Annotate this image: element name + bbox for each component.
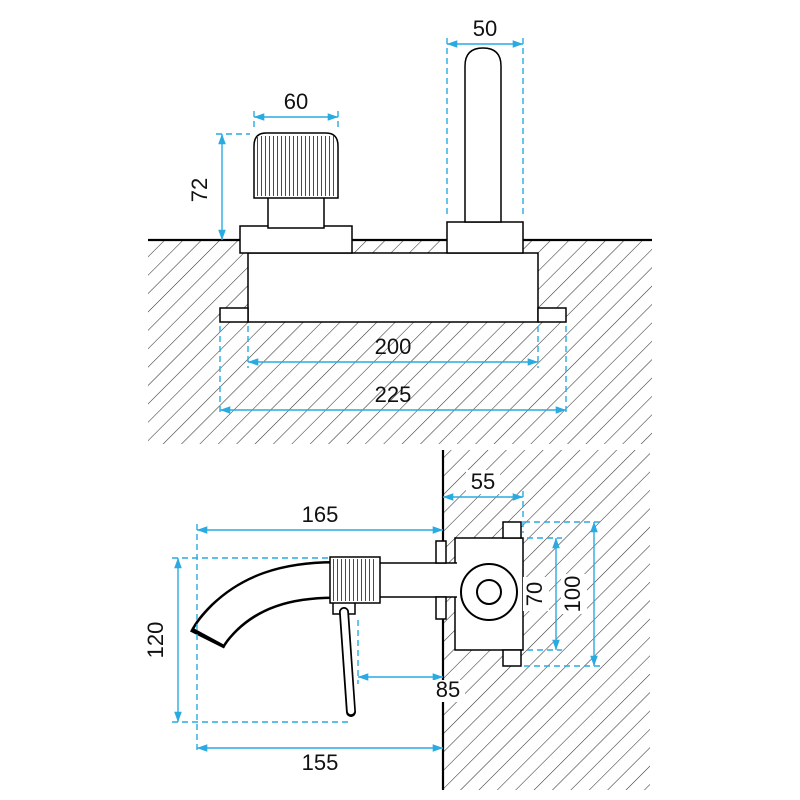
- dim-wall-depth: 55: [442, 469, 524, 533]
- mount-tab-right: [537, 307, 567, 323]
- dim-label-overall-width: 225: [375, 382, 412, 407]
- wall-flange-bottom: [435, 596, 447, 620]
- dim-body-width: 200: [247, 326, 539, 368]
- handle-escutcheon: [239, 225, 353, 254]
- spout-knurl-texture-side: [333, 559, 377, 601]
- lever-rod-fill: [340, 608, 355, 715]
- front-view: 50 60 72 200 225: [148, 16, 652, 444]
- wall-flange-top: [435, 540, 447, 564]
- dim-bottom-reach: 155: [196, 744, 444, 775]
- dim-spout-width: 50: [446, 16, 524, 218]
- handle-knurl-texture-front: [257, 136, 335, 196]
- mount-tab-left: [219, 307, 249, 323]
- dim-label-handle-width: 60: [284, 89, 308, 114]
- cartridge-inner-circle: [476, 579, 502, 605]
- projection-outline: [172, 524, 352, 754]
- dim-lever-offset: 85: [357, 620, 465, 702]
- dim-label-bottom-reach: 155: [302, 750, 339, 775]
- dim-label-body-width: 200: [375, 334, 412, 359]
- mount-tab-bottom: [502, 649, 522, 667]
- cartridge-outer-circle: [460, 563, 518, 621]
- dim-label-handle-height: 72: [187, 178, 212, 202]
- side-view: 55 165 120 85 70 100: [143, 450, 650, 790]
- dim-spout-reach: 165: [196, 502, 444, 534]
- handle-stem: [267, 195, 325, 229]
- spout-curve-fill: [194, 563, 335, 645]
- dim-handle-height: 72: [187, 133, 250, 241]
- dim-label-fixture-height: 120: [143, 622, 168, 659]
- spout-front: [464, 47, 502, 223]
- dim-label-body-height: 70: [522, 582, 547, 606]
- label-halo: [431, 680, 465, 702]
- mount-tab-top: [502, 521, 522, 539]
- dim-label-spout-width: 50: [473, 16, 497, 41]
- dim-label-lever-offset: 85: [436, 677, 460, 702]
- spout-escutcheon: [446, 221, 524, 254]
- dim-overall-height: 100: [524, 521, 600, 667]
- dim-label-spout-reach: 165: [302, 502, 339, 527]
- dim-label-wall-depth: 55: [471, 469, 495, 494]
- dim-handle-width: 60: [253, 89, 339, 129]
- label-halo: [466, 470, 500, 494]
- dim-overall-width: 225: [219, 326, 567, 416]
- label-halo: [561, 574, 587, 614]
- valve-body-front: [247, 252, 539, 323]
- dim-label-overall-height: 100: [560, 576, 585, 613]
- dim-fixture-height: 120: [143, 557, 182, 723]
- label-halo: [523, 577, 549, 611]
- spout-shank-fill: [378, 563, 457, 597]
- dim-body-height: 70: [522, 537, 562, 651]
